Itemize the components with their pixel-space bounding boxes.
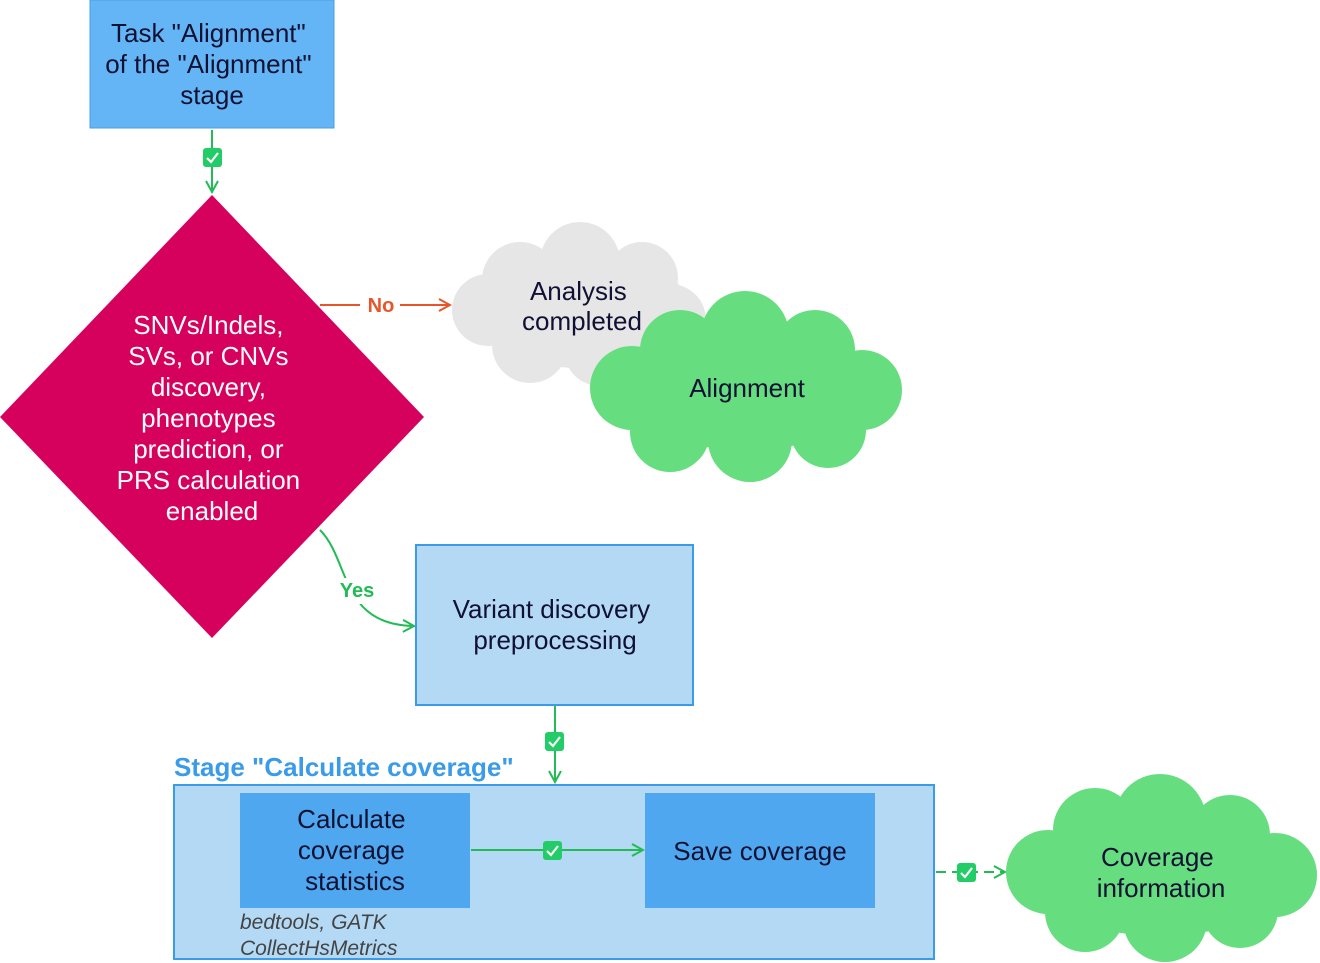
check-icon (203, 148, 222, 167)
task-alignment-label: Task "Alignment" of the "Alignment" stag… (105, 18, 319, 110)
decision-label: SNVs/Indels, SVs, or CNVs discovery, phe… (117, 310, 308, 526)
stage-title: Stage "Calculate coverage" (174, 752, 514, 782)
save-coverage-label: Save coverage (673, 836, 846, 866)
check-icon (543, 841, 562, 860)
calc-stats-box (240, 793, 470, 908)
decision-diamond (0, 195, 424, 638)
save-coverage-box (645, 793, 875, 908)
tools-label: bedtools, GATK CollectHsMetrics (240, 911, 398, 960)
alignment-output-cloud (590, 291, 902, 482)
coverage-info-cloud (1006, 774, 1317, 962)
check-icon (545, 732, 564, 751)
analysis-completed-label: Analysis completed (522, 276, 642, 336)
calc-stats-label: Calculate coverage statistics (297, 804, 413, 896)
task-alignment-box (89, 0, 335, 129)
variant-preprocessing-box (415, 544, 694, 706)
check-icon (957, 863, 976, 882)
edge-yes-label: Yes (340, 580, 374, 602)
alignment-output-label: Alignment (689, 373, 805, 403)
edge-no-label: No (368, 295, 395, 317)
variant-preprocessing-label: Variant discovery preprocessing (453, 594, 658, 655)
analysis-completed-cloud (452, 222, 706, 386)
coverage-info-label: Coverage information (1097, 842, 1226, 903)
